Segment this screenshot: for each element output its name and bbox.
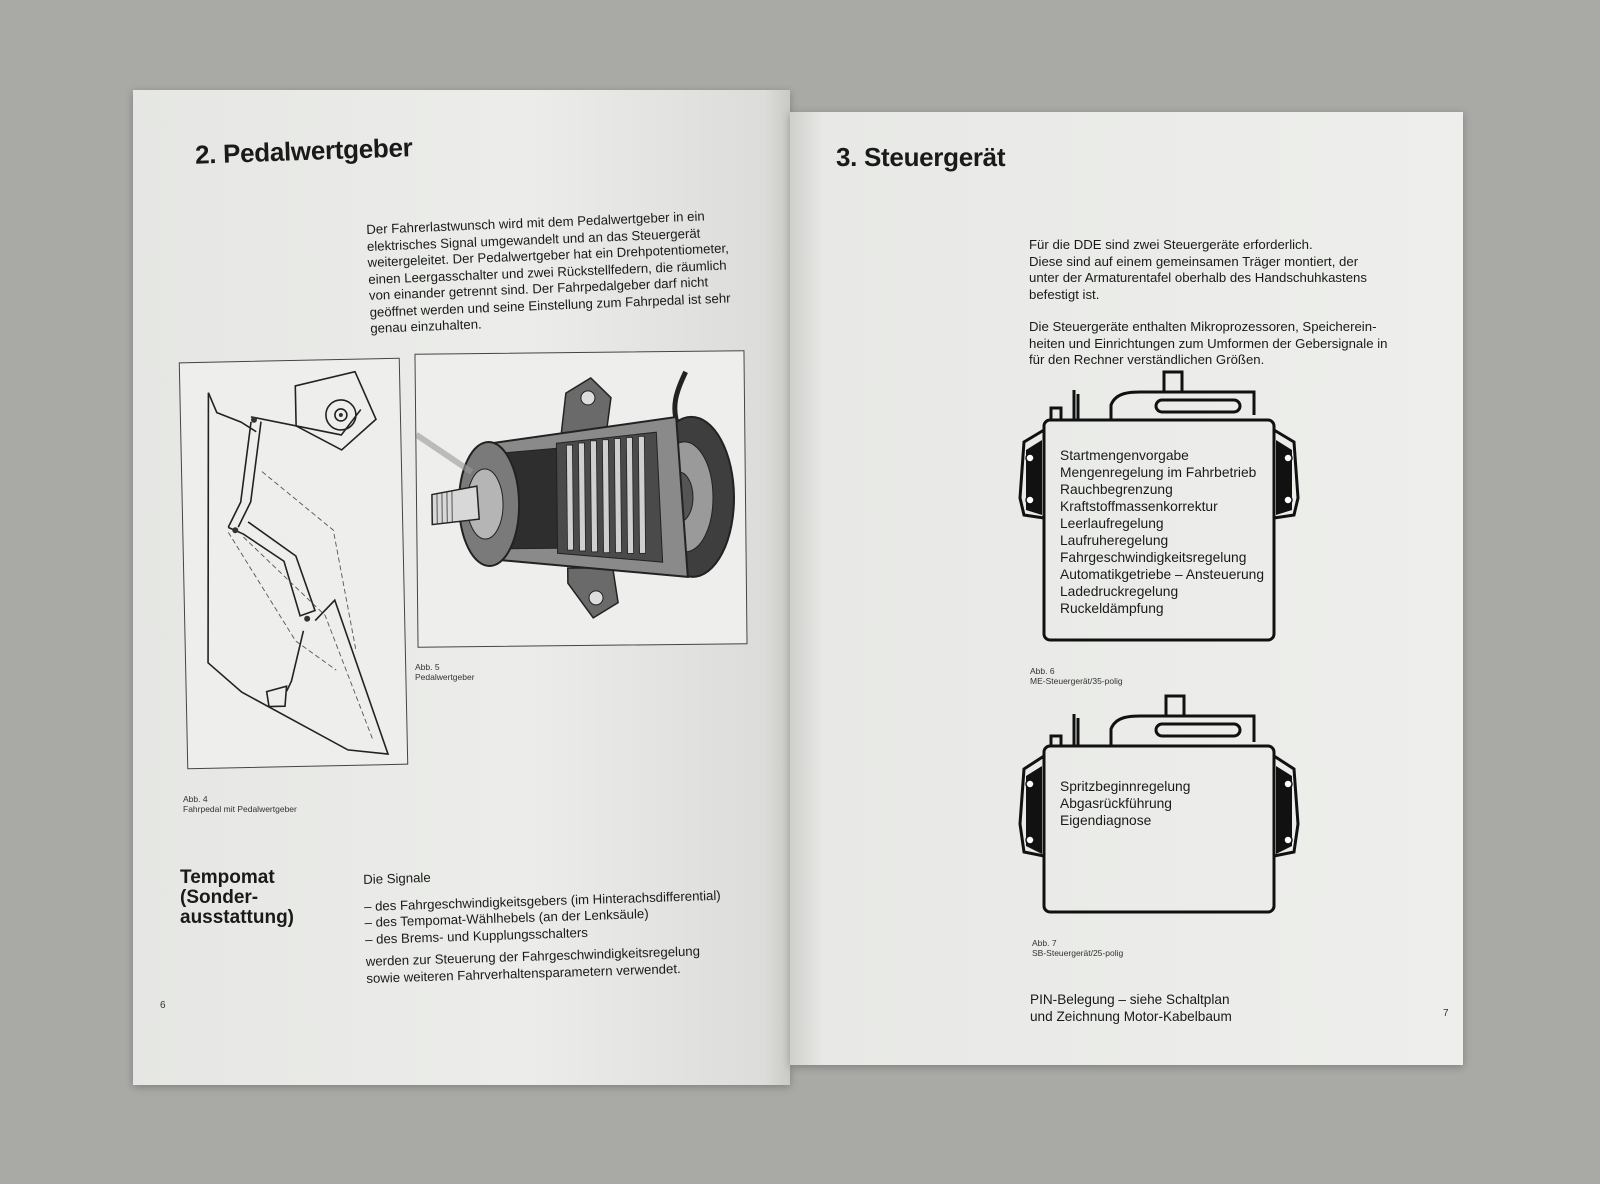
figure-label: Abb. 5 <box>415 662 440 672</box>
list-item: Automatikgetriebe – Ansteuerung <box>1060 567 1265 582</box>
figure-7-caption: Abb. 7 SB-Steuergerät/25-polig <box>1032 938 1123 958</box>
text-line: befestigt ist. <box>1029 286 1100 302</box>
list-item: Eigendiagnose <box>1060 813 1152 828</box>
text-line: Für die DDE sind zwei Steuergeräte erfor… <box>1029 237 1313 252</box>
heading-line: (Sonder- <box>180 887 259 908</box>
left-page: 2. Pedalwertgeber Der Fahrerlastwunsch w… <box>133 90 790 1085</box>
figure-5-caption: Abb. 5 Pedalwertgeber <box>415 662 475 682</box>
figure-label: Abb. 4 <box>183 794 208 804</box>
pedal-sensor-illustration <box>414 370 735 619</box>
list-item: Ladedruckregelung <box>1060 584 1179 599</box>
figure-caption: Fahrpedal mit Pedalwertgeber <box>183 804 297 814</box>
figure-6-caption: Abb. 6 ME-Steuergerät/35-polig <box>1030 666 1123 686</box>
figure-caption: ME-Steuergerät/35-polig <box>1030 676 1123 686</box>
list-item: Mengenregelung im Fahrbetrieb <box>1060 465 1257 480</box>
me-control-unit-illustration <box>1018 370 1300 642</box>
figure-4-caption: Abb. 4 Fahrpedal mit Pedalwertgeber <box>183 794 297 814</box>
text-line: Diese sind auf einem gemeinsamen Träger … <box>1029 253 1359 269</box>
tempomat-closing: werden zur Steuerung der Fahrgeschwindig… <box>366 941 767 987</box>
list-item: Startmengenvorgabe <box>1060 448 1189 463</box>
page-number: 6 <box>160 1000 166 1011</box>
list-item: Fahrgeschwindigkeitsregelung <box>1060 550 1247 565</box>
text-line: für den Rechner verständlichen Größen. <box>1029 352 1265 367</box>
intro-paragraph: Der Fahrerlastwunsch wird mit dem Pedalw… <box>366 206 770 337</box>
figure-label: Abb. 7 <box>1032 938 1057 948</box>
list-item: Ruckeldämpfung <box>1060 601 1164 616</box>
me-function-list: Startmengenvorgabe Mengenregelung im Fah… <box>1060 447 1264 617</box>
text-line: PIN-Belegung – siehe Schaltplan <box>1030 992 1230 1007</box>
text-line: Die Steuergeräte enthalten Mikroprozesso… <box>1029 319 1377 334</box>
text-line: unter der Armaturentafel oberhalb des Ha… <box>1029 270 1367 285</box>
figure-label: Abb. 6 <box>1030 666 1055 676</box>
tempomat-text: Die Signale – des Fahrgeschwindigkeitsge… <box>363 859 766 987</box>
signal-list: – des Fahrgeschwindigkeitsgebers (im Hin… <box>364 886 765 948</box>
sb-control-unit-illustration <box>1018 694 1300 914</box>
heading-line: Tempomat <box>180 867 275 888</box>
figure-caption: SB-Steuergerät/25-polig <box>1032 948 1124 958</box>
tempomat-lead: Die Signale <box>363 869 431 887</box>
page-number: 7 <box>1443 1008 1449 1019</box>
list-item: Spritzbeginnregelung <box>1060 779 1191 794</box>
page-title: 2. Pedalwertgeber <box>194 132 413 170</box>
list-item: Leerlaufregelung <box>1060 516 1164 531</box>
sb-function-list: Spritzbeginnregelung Abgasrückführung Ei… <box>1060 778 1190 829</box>
figure-caption: Pedalwertgeber <box>415 672 475 682</box>
figure-5-frame <box>414 350 748 648</box>
intro-paragraph: Für die DDE sind zwei Steuergeräte erfor… <box>1029 237 1449 369</box>
heading-line: ausstattung) <box>180 907 294 928</box>
pedal-linkage-illustration <box>207 370 390 755</box>
page-title: 3. Steuergerät <box>836 142 1006 172</box>
list-item: Rauchbegrenzung <box>1060 482 1173 497</box>
list-item: Kraftstoffmassenkorrektur <box>1060 499 1218 514</box>
tempomat-heading: Tempomat (Sonder- ausstattung) <box>180 868 294 928</box>
pin-assignment-note: PIN-Belegung – siehe Schaltplan und Zeic… <box>1030 992 1232 1025</box>
figure-4-frame <box>178 357 409 770</box>
text-line: und Zeichnung Motor-Kabelbaum <box>1030 1008 1232 1024</box>
list-item: Laufruheregelung <box>1060 533 1169 548</box>
text-line: heiten und Einrichtungen zum Umformen de… <box>1029 335 1388 351</box>
right-page: 3. Steuergerät Für die DDE sind zwei Ste… <box>790 112 1463 1065</box>
list-item: Abgasrückführung <box>1060 796 1172 811</box>
